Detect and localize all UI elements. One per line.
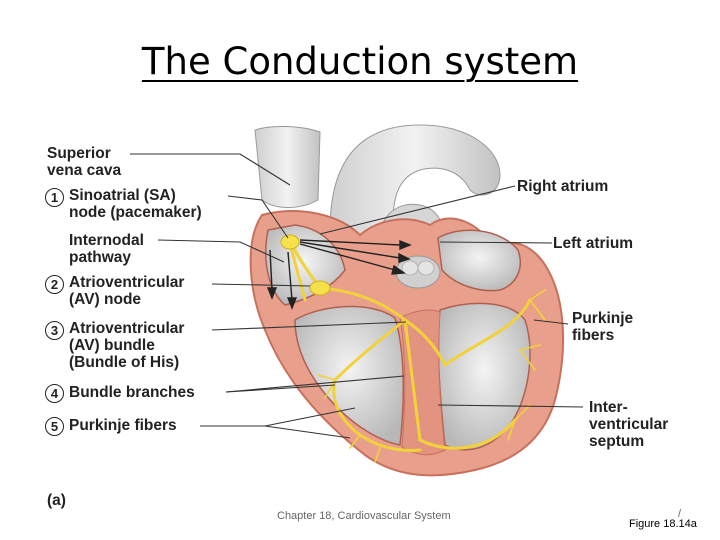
sa-node: [280, 234, 300, 250]
number-1-badge: 1: [45, 188, 64, 207]
label-purkinje-fibers-right: Purkinje fibers: [572, 310, 634, 344]
label-internodal-pathway: Internodal pathway: [69, 232, 144, 266]
label-purkinje-fibers-left: Purkinje fibers: [69, 417, 177, 434]
label-interventricular-septum: Inter- ventricular septum: [589, 399, 669, 450]
valve: [395, 255, 441, 289]
page-mark: /: [678, 508, 682, 520]
figure-reference: Figure 18.14a: [629, 518, 697, 530]
impulse-arrows: [266, 239, 412, 310]
number-3-badge: 3: [45, 321, 64, 340]
label-atrioventricular-node: Atrioventricular (AV) node: [69, 274, 185, 308]
av-node: [309, 280, 331, 296]
left-atrium-chamber: [437, 229, 521, 292]
label-left-atrium: Left atrium: [553, 235, 634, 252]
aorta: [329, 124, 501, 241]
number-2-badge: 2: [45, 275, 64, 294]
label-right-atrium: Right atrium: [517, 178, 609, 195]
superior-vena-cava: [254, 125, 321, 208]
label-superior-vena-cava: Superior vena cava: [47, 145, 122, 179]
number-5-badge: 5: [45, 417, 64, 436]
purkinje-fibers: [317, 289, 546, 463]
label-sinoatrial-node: Sinoatrial (SA) node (pacemaker): [69, 187, 202, 221]
label-bundle-branches: Bundle branches: [69, 384, 195, 401]
footer-chapter: Chapter 18, Cardiovascular System: [277, 510, 451, 522]
label-av-bundle: Atrioventricular (AV) bundle (Bundle of …: [69, 320, 185, 371]
slide-title: The Conduction system: [141, 40, 579, 83]
right-ventricle-chamber: [294, 305, 405, 446]
panel-label: (a): [47, 492, 66, 509]
leader-lines: [130, 153, 584, 439]
number-4-badge: 4: [45, 384, 64, 403]
